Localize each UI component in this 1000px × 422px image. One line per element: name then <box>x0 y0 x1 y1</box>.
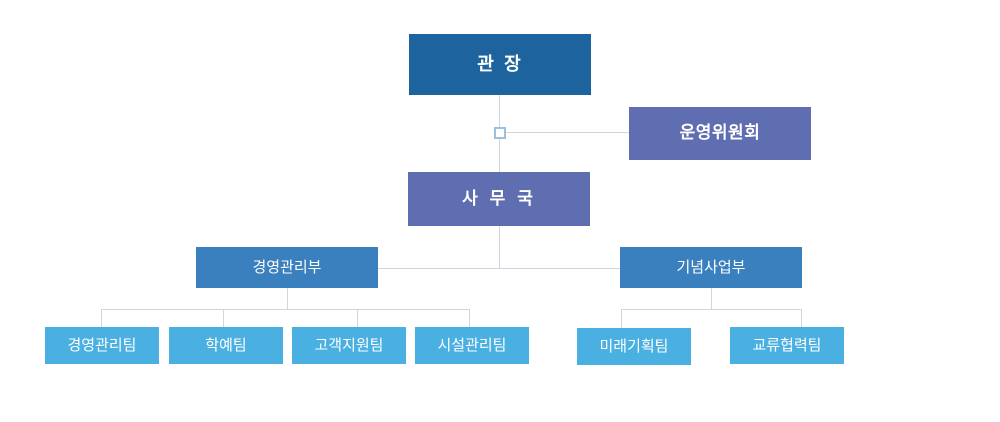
team-label: 미래기획팀 <box>599 337 669 355</box>
department-management-box[interactable]: 경영관리부 <box>196 247 378 288</box>
connector-memorial-team-bar <box>621 309 802 310</box>
connector-team-2 <box>223 309 224 327</box>
team-box[interactable]: 고객지원팀 <box>292 327 406 364</box>
team-label: 경영관리팀 <box>67 336 137 354</box>
connector-secretariat-down <box>499 225 500 268</box>
team-label: 고객지원팀 <box>314 336 384 354</box>
director-label: 관 장 <box>477 53 523 75</box>
connector-memorial-down <box>711 287 712 309</box>
connector-team-5 <box>621 309 622 328</box>
team-label: 학예팀 <box>205 336 247 354</box>
department-memorial-box[interactable]: 기념사업부 <box>620 247 802 288</box>
team-box[interactable]: 경영관리팀 <box>45 327 159 364</box>
team-box[interactable]: 교류협력팀 <box>730 327 844 364</box>
team-box[interactable]: 미래기획팀 <box>577 328 691 365</box>
team-box[interactable]: 시설관리팀 <box>415 327 529 364</box>
director-box[interactable]: 관 장 <box>409 34 591 95</box>
team-label: 교류협력팀 <box>752 336 822 354</box>
secretariat-label: 사 무 국 <box>462 188 536 209</box>
department-label: 경영관리부 <box>252 258 322 276</box>
committee-label: 운영위원회 <box>679 123 761 143</box>
connector-team-1 <box>101 309 102 327</box>
connector-to-committee <box>499 132 629 133</box>
connector-team-3 <box>357 309 358 327</box>
connector-management-down <box>287 287 288 309</box>
team-label: 시설관리팀 <box>437 336 507 354</box>
connector-team-4 <box>469 309 470 327</box>
team-box[interactable]: 학예팀 <box>169 327 283 364</box>
connector-node <box>494 127 506 139</box>
connector-team-6 <box>801 309 802 327</box>
connector-management-team-bar <box>101 309 470 310</box>
committee-box[interactable]: 운영위원회 <box>629 107 811 160</box>
connector-department-bar <box>377 268 620 269</box>
secretariat-box[interactable]: 사 무 국 <box>408 172 590 226</box>
department-label: 기념사업부 <box>676 258 746 276</box>
